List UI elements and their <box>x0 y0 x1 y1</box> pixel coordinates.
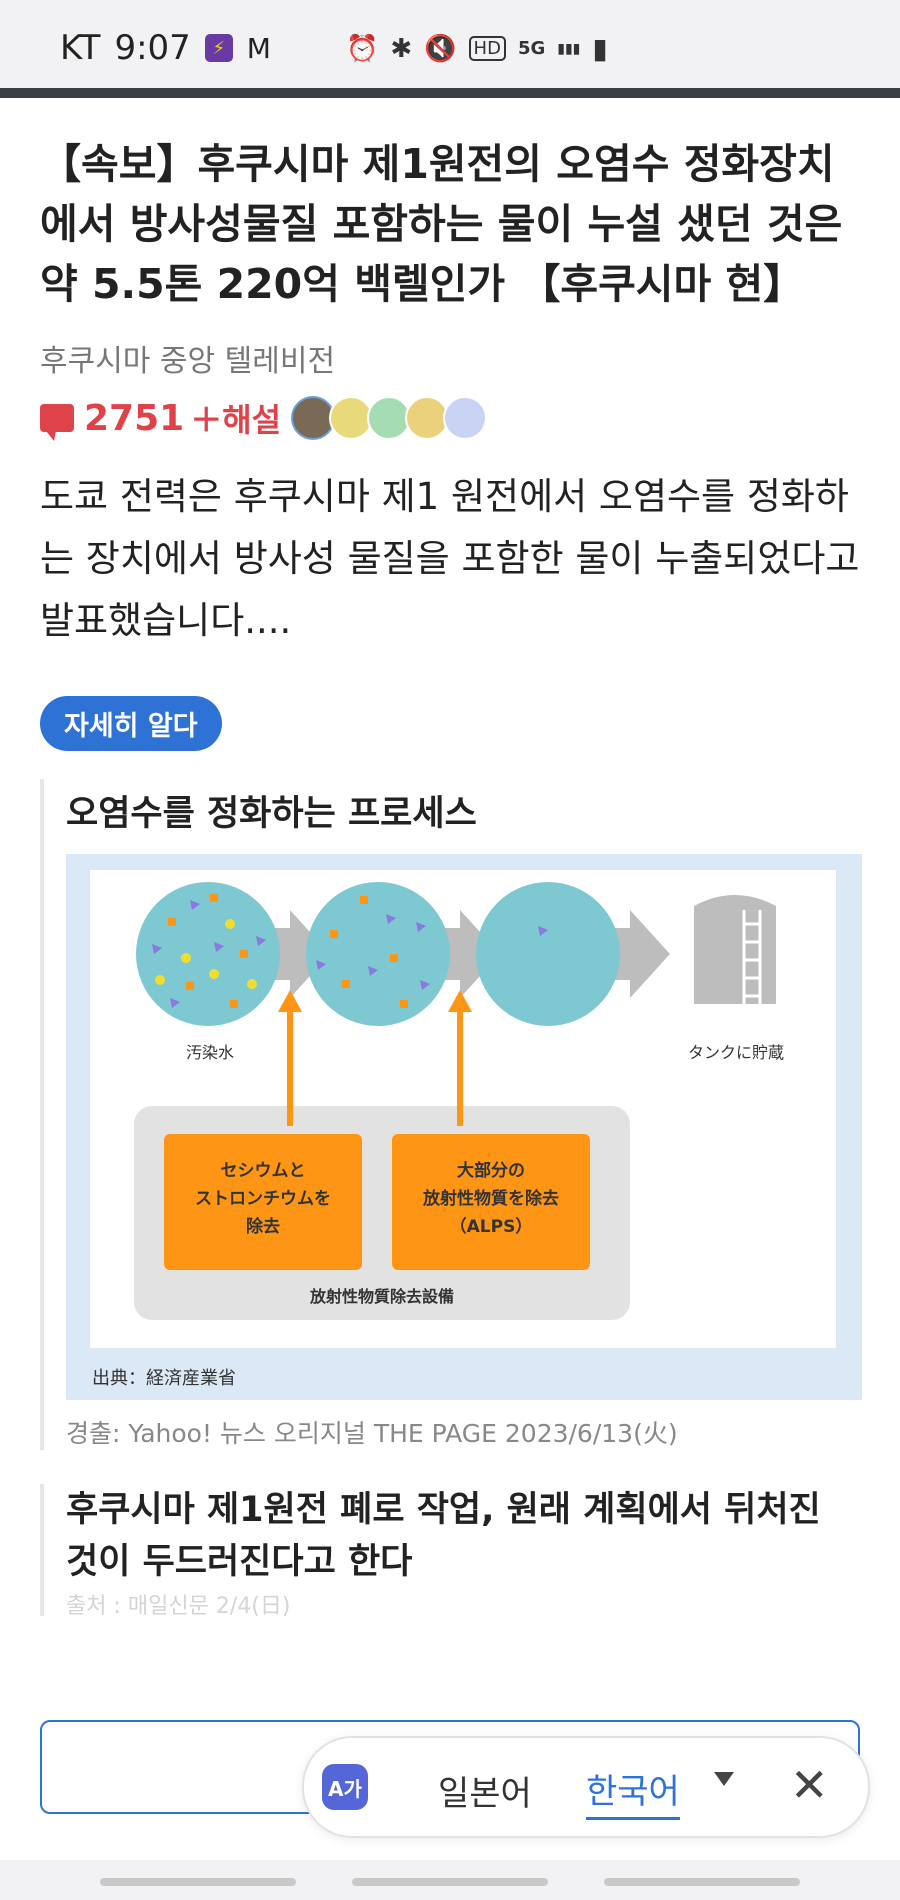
chevron-down-icon[interactable] <box>714 1772 734 1786</box>
article-source[interactable]: 후쿠시마 중앙 텔레비전 <box>40 344 336 379</box>
carrier: KT <box>60 28 101 68</box>
article-headline[interactable]: 【속보】후쿠시마 제1원전의 오염수 정화장치에서 방사성물질 포함하는 물이 … <box>40 140 843 308</box>
related-article-2-source: 출처 : 매일신문 2/4(日) <box>66 1594 291 1616</box>
translate-bar: A가 일본어 한국어 ✕ <box>302 1736 870 1838</box>
particles-2 <box>316 896 430 1008</box>
app-toolbar-edge <box>0 88 900 98</box>
svg-text:（ALPS）: （ALPS） <box>450 1216 533 1237</box>
comment-icon <box>40 404 74 441</box>
commentary-label: ＋해설 <box>190 401 282 439</box>
comment-row[interactable]: 2751 ＋해설 <box>40 394 860 442</box>
mute-icon: 🔇 <box>424 33 457 64</box>
particle-3 <box>538 926 548 936</box>
translate-icon[interactable]: A가 <box>322 1764 368 1810</box>
svg-text:大部分の: 大部分の <box>457 1160 525 1181</box>
status-bar: KT 9:07 ⚡ M ⏰ ✱ 🔇 HD 5G ▮▮▮ ▮ <box>0 0 900 88</box>
comment-count: 2751 <box>84 397 185 439</box>
5g-icon: 5G <box>517 38 546 59</box>
clock: 9:07 <box>114 28 191 68</box>
related-article-2-title: 후쿠시마 제1원전 폐로 작업, 원래 계획에서 뒤처진 것이 두드러진다고 한… <box>66 1490 821 1582</box>
signal-icon: ▮▮▮ <box>557 40 581 57</box>
battery-icon: ▮ <box>592 32 608 65</box>
avatar <box>443 396 488 440</box>
alarm-icon: ⏰ <box>346 33 379 64</box>
avatar <box>291 396 336 440</box>
nav-back-handle[interactable] <box>604 1878 800 1886</box>
target-language-tab[interactable]: 한국어 <box>586 1764 680 1820</box>
nav-recents-handle[interactable] <box>100 1878 296 1886</box>
svg-text:除去: 除去 <box>246 1216 280 1237</box>
article-summary[interactable]: 도쿄 전력은 후쿠시마 제1 원전에서 오염수를 정화하는 장치에서 방사성 물… <box>40 475 860 642</box>
cesium-removal-box <box>164 1134 362 1270</box>
avatar <box>329 396 374 440</box>
image-credit: 경출: Yahoo! 뉴스 오리지널 THE PAGE 2023/6/13(火) <box>66 1419 678 1448</box>
app-notification-icon: ⚡ <box>204 34 233 62</box>
status-left: KT 9:07 ⚡ M <box>60 28 271 68</box>
avatar <box>367 396 412 440</box>
intermediate-water-circle <box>306 882 450 1026</box>
status-right: ⏰ ✱ 🔇 HD 5G ▮▮▮ ▮ <box>346 32 608 65</box>
gmail-icon: M <box>246 31 271 65</box>
label-tank-storage: タンクに貯蔵 <box>688 1043 784 1062</box>
purification-diagram: 汚染水 タンクに貯蔵 セシウムと ストロンチウムを 除去 大部分の <box>134 882 784 1320</box>
related-title: 오염수를 정화하는 프로세스 <box>66 794 477 834</box>
nav-home-handle[interactable] <box>352 1878 548 1886</box>
storage-tank <box>694 895 776 1004</box>
related-article-2[interactable]: 후쿠시마 제1원전 폐로 작업, 원래 계획에서 뒤처진 것이 두드러진다고 한… <box>40 1484 860 1616</box>
diagram-canvas: 汚染水 タンクに貯蔵 セシウムと ストロンチウムを 除去 大部分の <box>90 870 836 1348</box>
close-icon[interactable]: ✕ <box>790 1758 829 1812</box>
source-language-tab[interactable]: 일본어 <box>438 1774 532 1814</box>
commenter-avatars <box>291 396 488 440</box>
particles-1 <box>152 894 266 1008</box>
navigation-bar <box>0 1860 900 1900</box>
related-article[interactable]: 오염수를 정화하는 프로세스 <box>40 779 862 1450</box>
process-diagram: 汚染水 タンクに貯蔵 セシウムと ストロンチウムを 除去 大部分の <box>66 854 862 1400</box>
label-contaminated-water: 汚染水 <box>186 1043 234 1062</box>
article-content: 【속보】후쿠시마 제1원전의 오염수 정화장치에서 방사성물질 포함하는 물이 … <box>40 98 862 1616</box>
svg-text:ストロンチウムを: ストロンチウムを <box>195 1189 331 1209</box>
facility-label: 放射性物質除去設備 <box>309 1287 454 1306</box>
treated-water-circle <box>476 882 620 1026</box>
svg-text:セシウムと: セシウムと <box>221 1161 306 1181</box>
bluetooth-icon: ✱ <box>390 33 413 64</box>
alps-box <box>392 1134 590 1270</box>
hd-icon: HD <box>468 36 506 61</box>
figure-source-caption: 出典：経済産業省 <box>92 1368 236 1389</box>
svg-text:放射性物質を除去: 放射性物質を除去 <box>422 1188 559 1209</box>
learn-more-button[interactable]: 자세히 알다 <box>40 696 222 751</box>
contaminated-water-circle <box>136 882 280 1026</box>
